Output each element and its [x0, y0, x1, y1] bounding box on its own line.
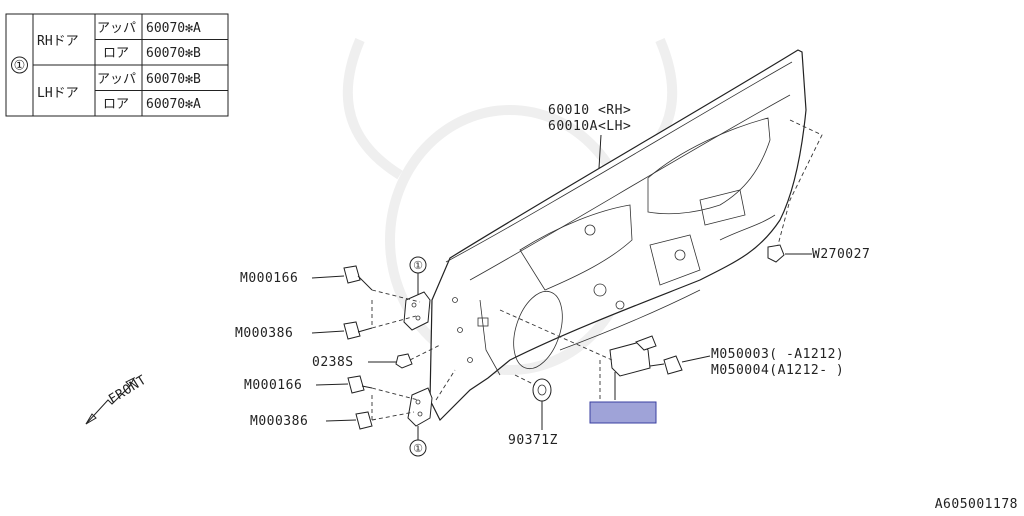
bolt-part — [311, 265, 373, 291]
callout-bolt-upper-2[interactable]: M000386 — [235, 326, 293, 341]
callout-clip[interactable]: W270027 — [812, 247, 870, 262]
table-part-number[interactable]: 60070✻A — [146, 97, 201, 112]
bolt-part — [311, 321, 373, 340]
callout-panel-lh[interactable]: 60010A<LH> — [548, 119, 631, 134]
callout-panel-rh[interactable]: 60010 <RH> — [548, 103, 631, 118]
callout-checker-bolt-1[interactable]: M050003( -A1212) — [711, 347, 844, 362]
table-position: アッパ — [97, 21, 136, 36]
front-arrow-icon: FRONT — [85, 373, 149, 425]
hinge-ref-lower: ① — [413, 442, 423, 455]
table-door-lh: LHドア — [37, 86, 79, 101]
bolt-part — [315, 375, 373, 394]
door-panel — [429, 49, 807, 422]
diagram-code: A605001178 — [935, 497, 1018, 512]
bolt-part — [649, 355, 711, 375]
table-position: アッパ — [97, 72, 136, 87]
hinge-ref-upper: ① — [413, 259, 423, 272]
checker-part-highlight[interactable] — [589, 401, 657, 424]
front-label: FRONT — [106, 373, 149, 408]
nut-part — [368, 344, 441, 369]
table-part-number[interactable]: 60070✻A — [146, 21, 201, 36]
table-ref-number: ① — [14, 59, 26, 74]
callout-plug[interactable]: 90371Z — [508, 433, 558, 448]
callout-bolt-upper-1[interactable]: M000166 — [240, 271, 298, 286]
door-checker — [499, 309, 657, 400]
lower-hinge: ① — [371, 369, 456, 457]
callout-bolt-lower-2[interactable]: M000386 — [250, 414, 308, 429]
callout-bolt-lower-1[interactable]: M000166 — [244, 378, 302, 393]
table-door-rh: RHドア — [37, 34, 79, 49]
clip-part — [767, 119, 823, 263]
table-part-number[interactable]: 60070✻B — [146, 72, 201, 87]
hinge-table: ① RHドア LHドア アッパ ロア アッパ ロア 60070✻A 60070✻… — [5, 13, 229, 117]
table-position: ロア — [103, 46, 129, 61]
callout-checker-bolt-2[interactable]: M050004(A1212- ) — [711, 363, 844, 378]
upper-hinge: ① — [371, 256, 431, 331]
plug-part — [514, 374, 552, 430]
table-position: ロア — [103, 97, 129, 112]
leader-line — [598, 134, 602, 169]
bolt-part — [325, 411, 373, 430]
table-part-number[interactable]: 60070✻B — [146, 46, 201, 61]
callout-nut[interactable]: 0238S — [312, 355, 354, 370]
